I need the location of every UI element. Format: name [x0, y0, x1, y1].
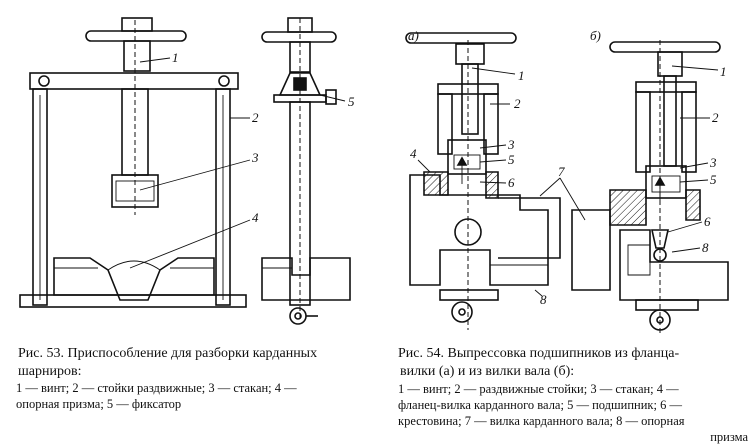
label-54a-4: 4 — [410, 146, 417, 161]
leader-lines — [129, 57, 719, 297]
fig54b-drawing — [571, 40, 729, 335]
label-54a-1: 1 — [518, 68, 525, 83]
label-54b-6: 6 — [704, 214, 711, 229]
fig54-legend: 1 — винт; 2 — раздвижные стойки; 3 — ста… — [398, 381, 748, 445]
fig53-front-view — [19, 17, 247, 308]
label-54a-5: 5 — [508, 152, 515, 167]
label-54a-7: 7 — [558, 164, 565, 179]
label-54a-2: 2 — [514, 96, 521, 111]
fig53-legend: 1 — винт; 2 — стойки раздвижные; 3 — ста… — [16, 380, 376, 412]
fig53-caption-text: Рис. 53. Приспособление для разборки кар… — [18, 346, 318, 379]
label-54b-3: 3 — [709, 155, 717, 170]
label-53-1: 1 — [172, 50, 179, 65]
label-54b-2: 2 — [712, 110, 719, 125]
label-54b-8: 8 — [702, 240, 709, 255]
fig53-side-view — [261, 17, 351, 325]
label-54b-1: 1 — [720, 64, 727, 79]
fig53-legend-line2: опорная призма; 5 — фиксатор — [16, 397, 182, 411]
label-54a-6: 6 — [508, 175, 515, 190]
fig53-caption: Рис. 53. Приспособление для разборки кар… — [18, 345, 378, 381]
label-53-2: 2 — [252, 110, 259, 125]
label-54a-3: 3 — [507, 137, 515, 152]
label-53-3: 3 — [251, 150, 259, 165]
fig54-legend-line2: фланец-вилка карданного вала; 5 — подшип… — [398, 398, 682, 412]
fig54a-drawing — [405, 32, 561, 330]
label-53-4: 4 — [252, 210, 259, 225]
label-54b-5: 5 — [710, 172, 717, 187]
sublabel-a: а) — [408, 28, 419, 43]
fig54-legend-line1: 1 — винт; 2 — раздвижные стойки; 3 — ста… — [398, 382, 679, 396]
fig54-caption-line2: вилки (а) и из вилки вала (б): — [400, 364, 575, 379]
fig54-legend-line4: призма — [710, 430, 748, 444]
label-53-5: 5 — [348, 94, 355, 109]
fig54-caption: Рис. 54. Выпрессовка подшипников из флан… — [398, 345, 748, 381]
fig53-legend-line1: 1 — винт; 2 — стойки раздвижные; 3 — ста… — [16, 381, 297, 395]
label-54a-8: 8 — [540, 292, 547, 307]
part-labels: 1 2 3 4 5 а) б) 1 2 3 4 5 6 7 8 1 2 3 5 … — [172, 28, 727, 307]
fig54-caption-line1: Рис. 54. Выпрессовка подшипников из флан… — [398, 346, 680, 361]
sublabel-b: б) — [590, 28, 601, 43]
fig54-legend-line3: крестовина; 7 — вилка карданного вала; 8… — [398, 414, 685, 428]
